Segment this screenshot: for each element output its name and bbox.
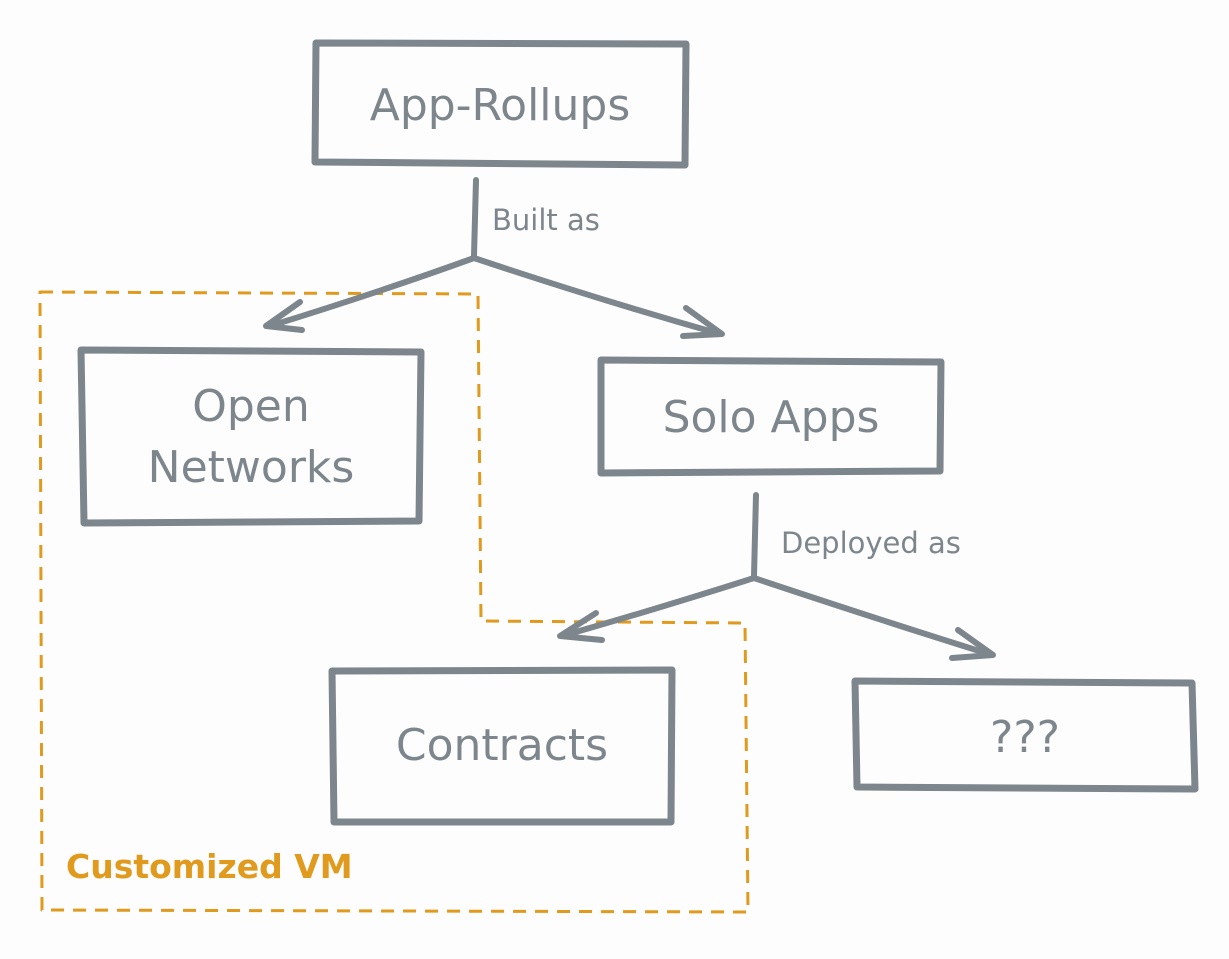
node-unknown-box xyxy=(851,677,1199,793)
node-contracts-label: Contracts xyxy=(396,720,608,771)
node-open-networks-box xyxy=(77,346,425,527)
connector-to-solo-apps xyxy=(471,255,723,337)
arrowhead-unknown xyxy=(949,627,996,661)
node-unknown-label: ??? xyxy=(990,712,1060,763)
connector-deployed-as: Deployed as xyxy=(557,492,996,661)
edge-label-built-as: Built as xyxy=(492,203,600,237)
node-solo-apps: Solo Apps xyxy=(597,356,945,477)
connector-deployed-as-stem xyxy=(751,492,759,579)
region-label-customized-vm: Customized VM xyxy=(66,847,353,886)
customized-vm-region xyxy=(38,290,750,914)
connector-built-as: Built as xyxy=(263,177,725,339)
node-app-rollups: App-Rollups xyxy=(311,39,690,169)
node-app-rollups-label: App-Rollups xyxy=(370,80,631,131)
node-open-networks: Open Networks xyxy=(77,346,425,527)
node-open-networks-label-line2: Networks xyxy=(148,442,355,493)
node-open-networks-label-line1: Open xyxy=(192,381,310,432)
connector-built-as-stem xyxy=(471,177,479,259)
arrowhead-contracts xyxy=(557,610,605,643)
node-solo-apps-box xyxy=(597,356,945,477)
arrowhead-solo-apps xyxy=(680,305,725,339)
node-solo-apps-label: Solo Apps xyxy=(663,392,880,443)
node-app-rollups-box xyxy=(311,39,690,169)
node-contracts-box xyxy=(328,666,676,826)
node-unknown: ??? xyxy=(851,677,1199,793)
arrowhead-open-networks xyxy=(263,299,305,333)
edge-label-deployed-as: Deployed as xyxy=(781,526,961,560)
connector-to-unknown xyxy=(751,575,995,658)
node-contracts: Contracts xyxy=(328,666,676,826)
connector-to-open-networks xyxy=(267,255,477,329)
connector-to-contracts xyxy=(559,575,757,639)
